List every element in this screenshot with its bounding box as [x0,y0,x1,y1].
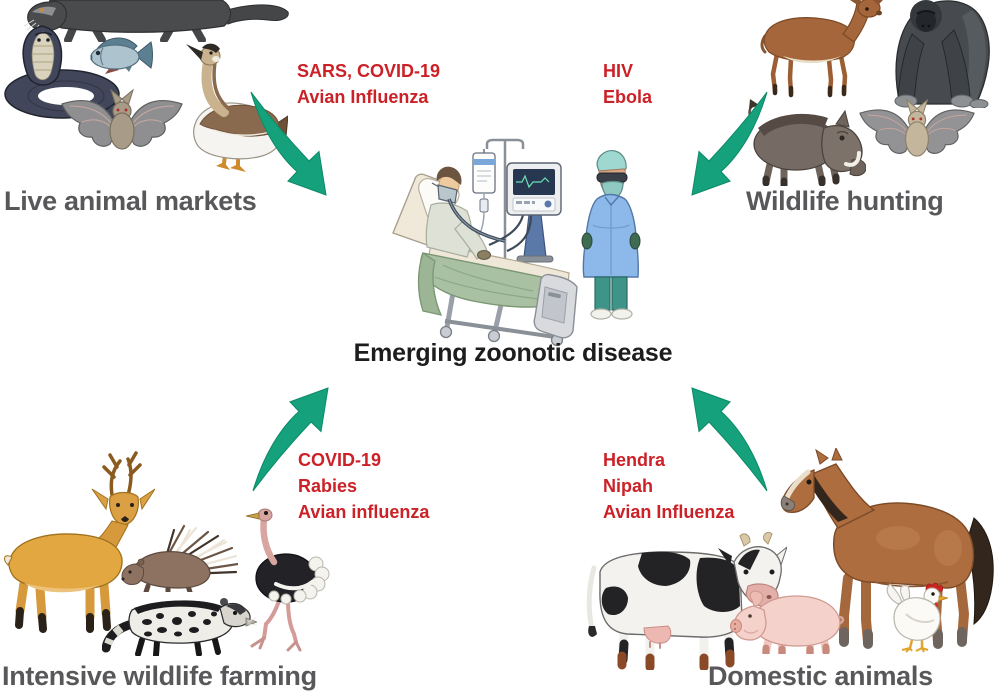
antelope-icon [760,0,883,98]
horse-icon [780,448,994,649]
chicken-icon [886,582,948,653]
porcupine-icon [121,524,238,592]
disease-line: Hendra [603,450,666,470]
ostrich-icon [245,508,330,652]
pig-icon [730,590,845,654]
arrow-domestic-animals-icon [691,387,768,492]
warthog-icon [748,99,866,186]
bat-icon [859,98,975,157]
disease-line: Avian Influenza [297,87,429,107]
iv-drip-icon [466,138,525,263]
gorilla-icon [894,0,990,108]
disease-list-domestic-animals: Hendra Nipah Avian Influenza [603,447,734,525]
civet-icon [23,0,289,42]
arrow-wildlife-hunting-icon [691,91,768,196]
disease-list-live-animal-markets: SARS, COVID-19 Avian Influenza [297,58,440,110]
footboard [533,273,578,339]
group-wildlife-hunting [740,0,1000,220]
hospital-scene [392,138,641,347]
disease-line: HIV [603,61,634,81]
disease-line: COVID-19 [298,450,382,470]
patient-icon [425,166,506,260]
disease-line: Avian influenza [298,502,430,522]
disease-line: Ebola [603,87,653,107]
center-label: Emerging zoonotic disease [353,339,673,367]
arrow-live-animal-markets-icon [250,91,327,196]
ventilator-monitor-icon [488,162,562,263]
civet-icon [102,598,257,656]
label-intensive-wildlife-farming: Intensive wildlife farming [2,661,317,691]
blanket [417,251,570,316]
group-intensive-wildlife-farming [0,440,340,693]
disease-line: SARS, COVID-19 [297,61,441,81]
group-domestic-animals [575,440,1000,693]
disease-list-wildlife-hunting: HIV Ebola [603,58,652,110]
label-domestic-animals: Domestic animals [708,661,933,691]
deer-icon [4,451,155,633]
fish-icon [90,37,153,74]
bat-icon [61,88,183,150]
disease-line: Rabies [298,476,358,496]
disease-line: Avian Influenza [603,502,735,522]
arrow-intensive-wildlife-farming-icon [252,387,329,492]
disease-list-intensive-wildlife-farming: COVID-19 Rabies Avian influenza [298,447,429,525]
healthcare-worker-icon [581,150,641,320]
label-wildlife-hunting: Wildlife hunting [746,186,944,216]
disease-line: Nipah [603,476,654,496]
label-live-animal-markets: Live animal markets [4,186,257,216]
